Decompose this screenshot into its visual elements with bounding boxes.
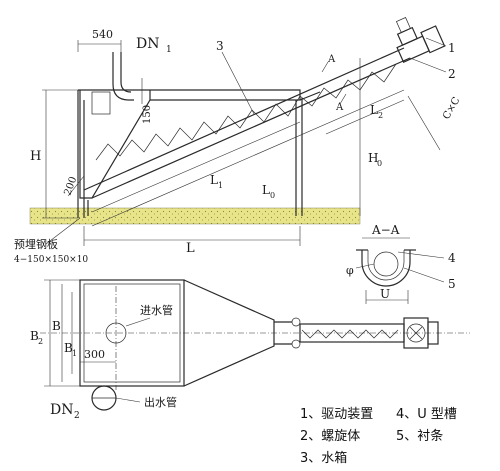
dim-L0-line <box>91 89 405 227</box>
label-L1: L <box>210 173 218 187</box>
label-L2: L <box>370 103 378 117</box>
dn2-label: DN <box>50 402 73 418</box>
label-L1-sub: 1 <box>218 181 223 190</box>
dn1-label: DN <box>136 36 159 52</box>
u-label: U <box>380 287 390 301</box>
ground-hatch <box>29 207 361 225</box>
dim-200-leader <box>67 175 85 197</box>
drive-unit <box>395 17 446 63</box>
callout-1-leader <box>425 37 447 47</box>
callout-4: 4 <box>448 251 456 265</box>
callout-4-leader <box>397 251 445 259</box>
callout-3: 3 <box>216 39 224 53</box>
dim-300-label: 300 <box>84 348 105 361</box>
label-L0: L <box>262 183 270 197</box>
screw-circle <box>373 251 399 277</box>
dim-150-label: 150 <box>142 105 153 124</box>
callout-5-leader <box>403 267 445 283</box>
callout-2-leader <box>409 57 447 73</box>
label-H0: H <box>368 151 378 165</box>
connector-bottom <box>291 339 301 349</box>
inlet-leader <box>125 317 151 327</box>
inlet-pipe-outer <box>112 52 134 101</box>
phi-leader <box>355 263 375 269</box>
label-H: H <box>30 149 41 164</box>
screw-helix <box>95 63 397 161</box>
callout-3-leader <box>221 51 255 115</box>
embedded-plate-spec: 4−150×150×10 <box>14 255 88 265</box>
trough-upper-edge <box>83 47 405 191</box>
connector-top <box>291 317 301 327</box>
callout-2: 2 <box>448 67 456 81</box>
u-trough-outer <box>361 250 411 287</box>
dim-CxC-leader <box>407 95 441 151</box>
section-aa-view: A−A φ U 4 5 <box>346 223 456 304</box>
label-B2: B <box>30 329 39 343</box>
plan-screw <box>301 329 399 339</box>
elevation-view: 540 DN 1 150 200 H H 0 L L 0 L 1 L 2 A A… <box>14 17 463 265</box>
outlet-pipe-label: 出水管 <box>144 395 177 409</box>
u-trough-inner <box>367 250 405 281</box>
plan-view: B 2 B B 1 300 进水管 出水管 DN 2 <box>30 279 470 421</box>
plan-drive-x2 <box>409 326 423 340</box>
plan-drive-circle <box>406 323 426 343</box>
label-A-bottom: A <box>335 102 344 113</box>
dim-540-label: 540 <box>92 28 113 41</box>
section-aa-label: A−A <box>371 223 400 237</box>
label-A-top: A <box>327 54 336 65</box>
dim-200-label: 200 <box>62 175 79 197</box>
callout-1: 1 <box>448 41 456 55</box>
label-B1-sub: 1 <box>72 349 77 358</box>
inlet-circle <box>105 322 127 344</box>
phi-label: φ <box>346 264 354 277</box>
label-H0-sub: 0 <box>377 159 382 168</box>
overflow-box <box>91 91 111 115</box>
dim-L1-line <box>91 121 301 213</box>
dim-L2-line <box>325 99 405 135</box>
component-legend: 1、驱动装置 4、U 型槽 2、螺旋体 5、衬条 3、水箱 <box>300 407 457 466</box>
label-L0-sub: 0 <box>270 191 275 200</box>
legend-item-1: 1、驱动装置 <box>300 407 373 422</box>
inlet-pipe-inner <box>120 52 132 93</box>
label-B1: B <box>64 341 73 355</box>
legend-item-4: 4、U 型槽 <box>396 407 457 422</box>
label-B2-sub: 2 <box>38 337 43 346</box>
legend-item-5: 5、衬条 <box>396 428 443 444</box>
section-A-mark-bottom <box>339 93 347 105</box>
plate-leader <box>45 217 81 245</box>
outlet-leader <box>115 397 141 403</box>
dn1-sub: 1 <box>166 45 172 55</box>
legend-item-2: 2、螺旋体 <box>300 429 360 444</box>
plan-motor <box>427 321 439 345</box>
label-L: L <box>186 241 195 256</box>
trough-lower-edge <box>91 57 411 199</box>
legend-item-3: 3、水箱 <box>300 450 347 466</box>
inlet-pipe-label: 进水管 <box>140 303 173 317</box>
callout-5: 5 <box>448 277 456 291</box>
section-A-mark-top <box>321 61 329 73</box>
label-B: B <box>52 319 61 333</box>
label-L2-sub: 2 <box>378 111 383 120</box>
label-CxC: C×C <box>441 95 463 121</box>
embedded-plate-label: 预埋钢板 <box>14 237 58 251</box>
dn2-sub: 2 <box>74 411 80 421</box>
